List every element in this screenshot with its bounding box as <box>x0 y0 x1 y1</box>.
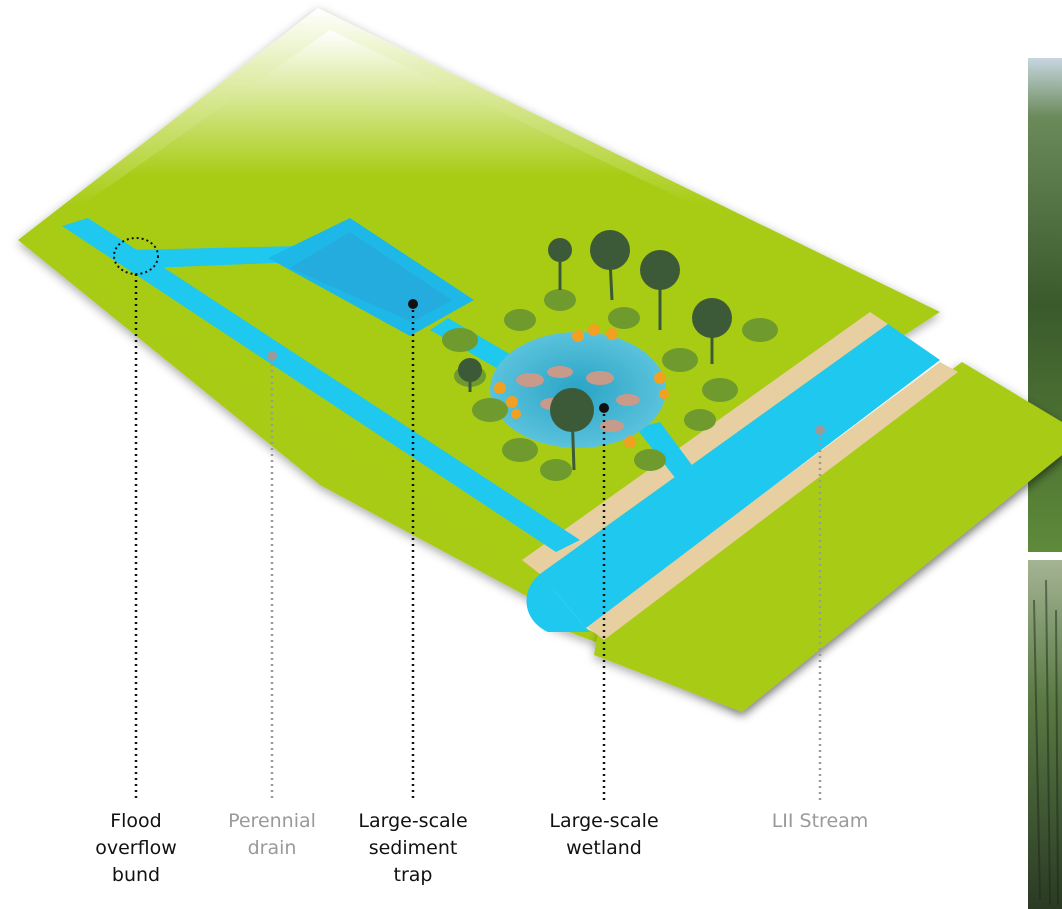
wetland-flowers <box>494 324 669 448</box>
dot-stream <box>815 425 825 435</box>
label-wetland: Large-scale wetland <box>549 810 659 859</box>
trap-inlet-channel <box>130 246 300 268</box>
dot-perennial-drain <box>267 351 277 361</box>
stream-bank-upper <box>522 312 888 574</box>
right-paddock <box>594 362 1062 712</box>
stream-bank-lower <box>586 362 958 640</box>
label-perennial-drain: Perennial drain <box>228 810 316 859</box>
dot-wetland <box>599 403 609 413</box>
wetland-outlet-channel <box>636 422 700 484</box>
label-stream: LII Stream <box>771 810 869 832</box>
label-sediment-trap: Large-scale sediment trap <box>358 810 468 886</box>
reeds-texture <box>1033 579 1059 906</box>
stream-water <box>540 324 940 628</box>
perennial-drain-water <box>62 218 580 552</box>
wetland-trees <box>458 230 732 471</box>
dot-sediment-trap <box>408 299 418 309</box>
lower-left-paddock <box>40 234 534 560</box>
label-flood-bund: Flood overflow bund <box>95 810 177 886</box>
stream-outlet <box>526 574 590 632</box>
